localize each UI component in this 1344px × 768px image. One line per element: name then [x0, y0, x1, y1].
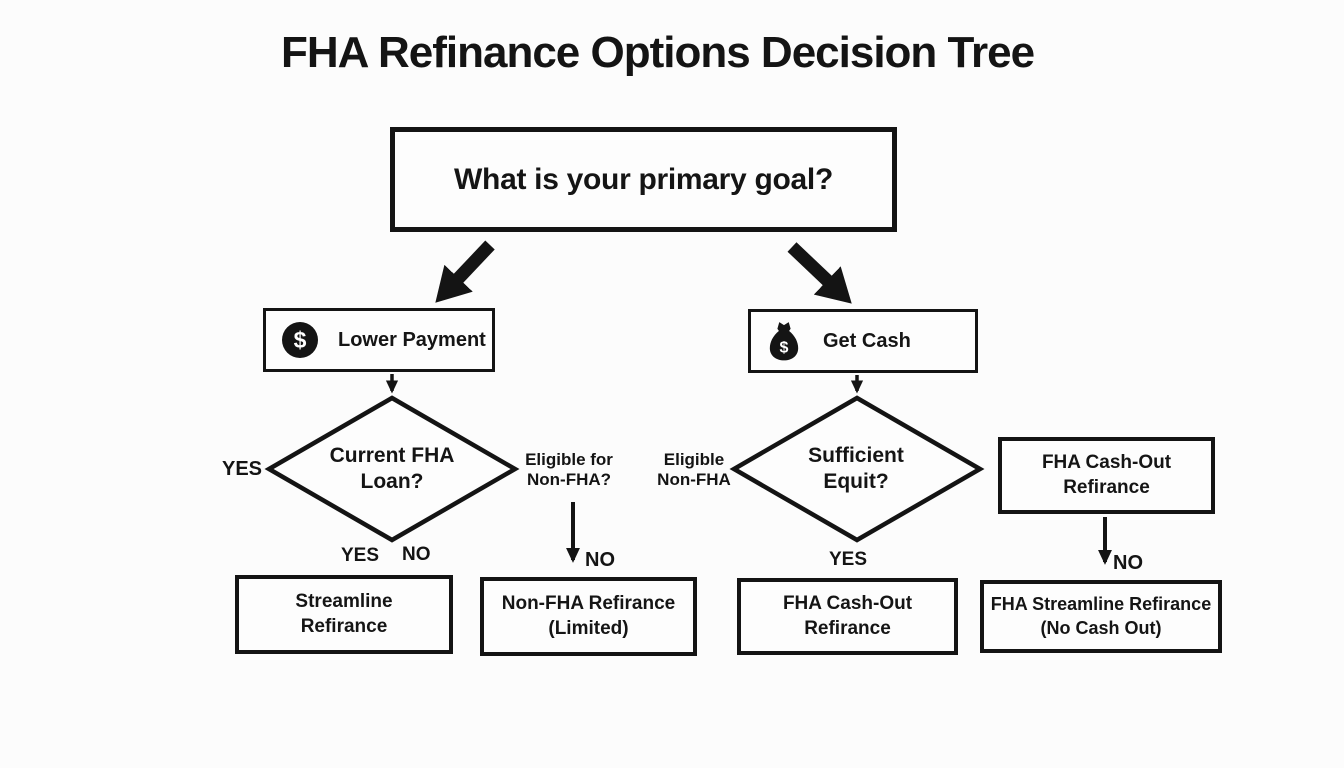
decision-current-fha-text: Current FHA Loan? [329, 444, 455, 494]
label-eligible-nonfha: Eligible Non-FHA [657, 450, 731, 490]
dollar-symbol: $ [293, 326, 307, 353]
outcome-fha-streamline-no-cash-out: FHA Streamline Refirance (No Cash Out) [980, 580, 1222, 653]
root-question-text: What is your primary goal? [454, 162, 833, 196]
diamond-sufficient-equity [729, 395, 985, 543]
decision-sufficient-equity-text: Sufficient Equit? [808, 444, 904, 494]
diamond-current-fha-loan [264, 395, 520, 543]
bag-dollar-symbol: $ [780, 338, 789, 356]
label-yes-under-left-diamond: YES [341, 545, 380, 566]
label-no-mid: NO [585, 549, 615, 571]
root-question-box: What is your primary goal? [390, 127, 897, 232]
box-fha-cash-out-side: FHA Cash-Out Refirance [998, 437, 1215, 514]
branch-get-cash-label: Get Cash [823, 329, 911, 352]
label-yes-under-right-diamond: YES [829, 549, 868, 570]
branch-get-cash: $ Get Cash [748, 309, 978, 373]
outcome-non-fha-refinance-limited: Non-FHA Refirance (Limited) [480, 577, 697, 656]
page-title: FHA Refinance Options Decision Tree [280, 28, 1035, 77]
money-bag-icon: $ [769, 322, 799, 361]
branch-lower-payment-label: Lower Payment [338, 328, 486, 351]
label-no-right: NO [1113, 552, 1143, 574]
label-eligible-for-nonfha: Eligible for Non-FHA? [525, 450, 613, 490]
dollar-circle-icon: $ [282, 322, 318, 358]
label-no-under-left-diamond: NO [402, 544, 431, 565]
branch-lower-payment: $ Lower Payment [263, 308, 495, 372]
label-yes-left: YES [222, 458, 263, 480]
arrow-root-to-lower-payment [435, 240, 495, 303]
arrow-root-to-get-cash [787, 242, 852, 304]
outcome-streamline-refinance: Streamline Refirance [235, 575, 453, 654]
outcome-fha-cash-out-refinance: FHA Cash-Out Refirance [737, 578, 958, 655]
